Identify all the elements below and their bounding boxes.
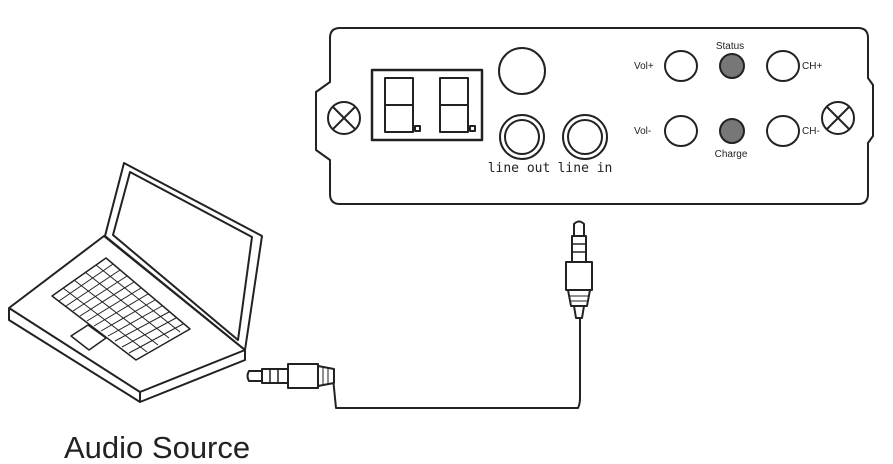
line-out-label: line out bbox=[488, 161, 551, 176]
status-led bbox=[719, 53, 745, 79]
ch-down-button[interactable] bbox=[766, 115, 800, 147]
line-in-label: line in bbox=[558, 161, 613, 176]
left-mounting-screw bbox=[327, 101, 361, 135]
line-in-jack[interactable] bbox=[562, 114, 608, 160]
laptop-icon bbox=[8, 162, 263, 403]
charge-label: Charge bbox=[715, 149, 748, 160]
ch-up-label: CH+ bbox=[802, 61, 822, 72]
top-audio-plug bbox=[565, 220, 593, 319]
laptop-keyboard bbox=[51, 257, 191, 361]
status-label: Status bbox=[716, 41, 744, 52]
audio-source-caption: Audio Source bbox=[64, 430, 250, 464]
line-out-jack[interactable] bbox=[499, 114, 545, 160]
seven-segment-display bbox=[370, 68, 484, 142]
laptop-screen bbox=[112, 171, 253, 341]
cable-wire bbox=[332, 317, 581, 409]
device-panel-outline bbox=[315, 27, 874, 205]
vol-down-button[interactable] bbox=[664, 115, 698, 147]
power-knob[interactable] bbox=[498, 47, 546, 95]
display-digit-2 bbox=[439, 77, 476, 133]
vol-up-label: Vol+ bbox=[634, 61, 654, 72]
ch-down-label: CH- bbox=[802, 126, 820, 137]
keyboard-key-rows bbox=[58, 263, 184, 354]
receiver-device-panel bbox=[315, 27, 874, 205]
display-digit-1 bbox=[384, 77, 421, 133]
ch-up-button[interactable] bbox=[766, 50, 800, 82]
charge-led bbox=[719, 118, 745, 144]
audio-cable bbox=[332, 317, 581, 409]
left-audio-plug bbox=[246, 363, 335, 389]
vol-down-label: Vol- bbox=[634, 126, 651, 137]
right-mounting-screw bbox=[821, 101, 855, 135]
vol-up-button[interactable] bbox=[664, 50, 698, 82]
laptop-touchpad bbox=[70, 324, 107, 351]
laptop-base bbox=[8, 235, 246, 393]
